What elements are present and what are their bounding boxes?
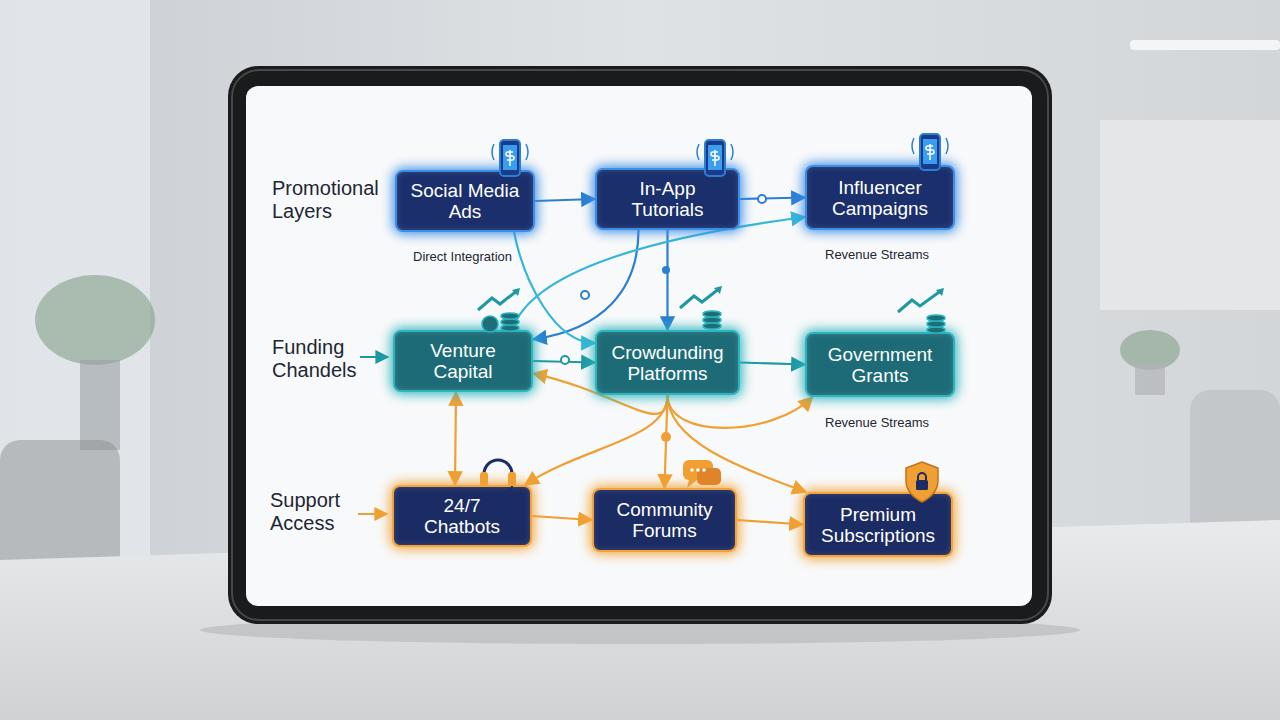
growth-icons <box>478 286 945 333</box>
ceiling-light <box>1130 40 1280 50</box>
flow-connector <box>455 392 456 485</box>
flow-connector <box>668 395 807 492</box>
plant <box>1120 330 1180 370</box>
flow-connector <box>533 230 639 339</box>
flow-connector <box>514 232 595 343</box>
tablet-screen <box>246 86 1032 606</box>
row-arrow <box>358 513 387 515</box>
box-text: Influencer Campaigns <box>817 177 943 219</box>
junction-dot <box>581 291 589 299</box>
flow-connector <box>740 198 805 200</box>
process-box: Government Grants <box>805 332 955 397</box>
process-box: In-App Tutorials <box>595 168 740 230</box>
box-text: Community Forums <box>604 499 725 541</box>
box-text: Social Media Ads <box>407 180 523 222</box>
process-box: 24/7 Chatbots <box>392 485 532 547</box>
growth-coins-icon <box>680 286 722 329</box>
flow-connector <box>737 520 803 525</box>
box-text: Crowdunding Platforms <box>607 342 728 384</box>
row-arrow <box>360 356 388 358</box>
process-box: Venture Capital <box>393 330 533 392</box>
tablet-bezel <box>228 66 1052 624</box>
wall-panel <box>1100 120 1280 310</box>
tablet-edge <box>232 70 1048 620</box>
plant-pot <box>1135 365 1165 395</box>
growth-coins-icon <box>478 288 520 332</box>
row-heading: Funding Chandels <box>272 336 392 382</box>
row-heading: Promotional Layers <box>272 177 392 223</box>
junction-dot <box>758 195 766 203</box>
chat-icon <box>683 460 721 488</box>
flow-connector <box>535 199 595 201</box>
box-text: 24/7 Chatbots <box>404 495 520 537</box>
process-box: Influencer Campaigns <box>805 165 955 230</box>
flow-connector <box>668 395 813 428</box>
annotation: Direct Integration <box>413 249 563 265</box>
plant-pot <box>80 360 120 450</box>
row-heading: Support Access <box>270 489 390 535</box>
junction-dot <box>661 432 671 442</box>
flow-connector <box>512 217 805 330</box>
growth-coins-icon <box>898 288 945 333</box>
row-arrows <box>358 357 388 514</box>
flow-connector <box>533 361 595 363</box>
junction-dot <box>662 266 670 274</box>
flow-connector <box>525 395 668 485</box>
junction-dots <box>561 195 766 442</box>
annotation: Revenue Streams <box>825 415 975 431</box>
process-box: Community Forums <box>592 488 737 552</box>
box-text: Government Grants <box>817 344 943 386</box>
flow-connector <box>665 395 668 488</box>
flow-connector <box>532 516 592 520</box>
process-box: Social Media Ads <box>395 170 535 232</box>
process-box: Crowdunding Platforms <box>595 330 740 395</box>
annotation: Revenue Streams <box>825 247 975 263</box>
flow-connector <box>740 363 805 365</box>
box-text: Venture Capital <box>405 340 521 382</box>
flow-connector <box>666 230 668 330</box>
box-text: Premium Subscriptions <box>815 504 941 546</box>
plant <box>35 275 155 365</box>
junction-dot <box>561 356 569 364</box>
process-box: Premium Subscriptions <box>803 492 953 557</box>
box-text: In-App Tutorials <box>607 178 728 220</box>
